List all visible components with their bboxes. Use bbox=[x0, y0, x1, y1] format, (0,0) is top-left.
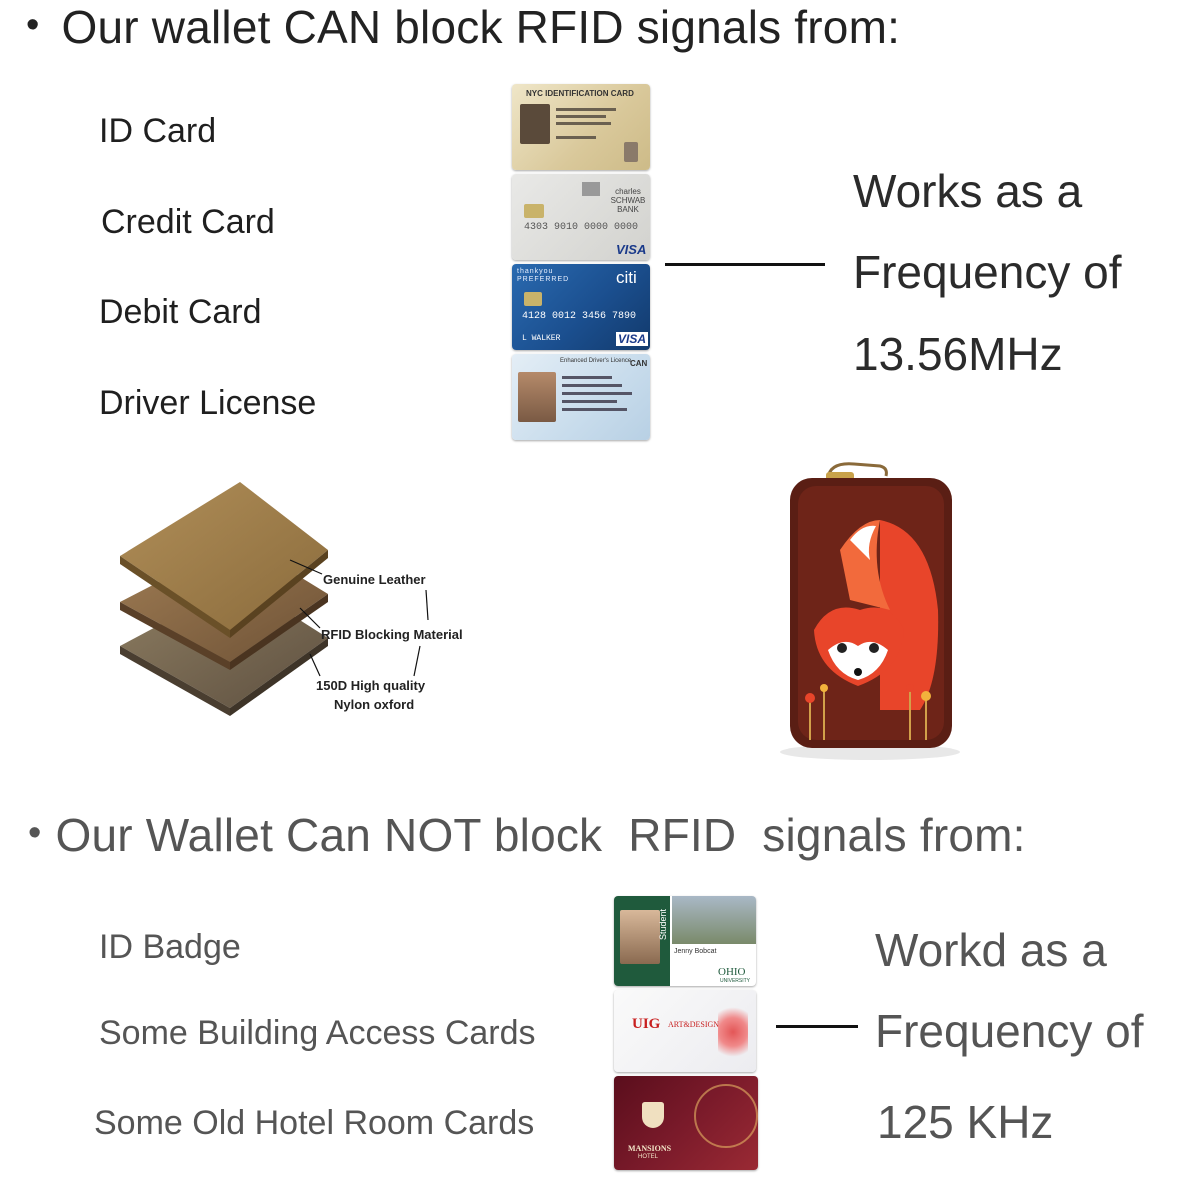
layer-label-leather: Genuine Leather bbox=[323, 572, 426, 587]
freq2-line-2: Frequency of bbox=[875, 1005, 1144, 1057]
hotel-name: MANSIONS bbox=[628, 1144, 672, 1153]
chip-icon bbox=[524, 204, 544, 218]
id-card-image: NYC IDENTIFICATION CARD bbox=[512, 84, 650, 170]
credit-card-brand: VISA bbox=[616, 242, 647, 257]
label-hotel-room: Some Old Hotel Room Cards bbox=[94, 1104, 535, 1142]
label-debit-card: Debit Card bbox=[99, 293, 262, 331]
leather-layer bbox=[120, 482, 328, 638]
credit-card-image: charles SCHWAB BANK 4303 9010 0000 0000 … bbox=[512, 174, 650, 260]
badge-photo bbox=[620, 910, 660, 964]
debit-card-bank: citi bbox=[616, 268, 637, 287]
freq-line-3: 13.56MHz bbox=[853, 328, 1063, 380]
freq2-line-3: 125 KHz bbox=[877, 1096, 1054, 1148]
chip-icon bbox=[524, 292, 542, 306]
driver-license-image: Enhanced Driver's Licence CAN bbox=[512, 354, 650, 440]
wallet-product-image bbox=[780, 462, 960, 760]
layer-label-nylon-1: 150D High quality bbox=[316, 678, 426, 693]
hotel-crest-icon bbox=[642, 1102, 664, 1128]
badge-building bbox=[672, 896, 756, 944]
layer-label-rfid: RFID Blocking Material bbox=[321, 627, 463, 642]
debit-card-image: thankyou PREFERRED citi 4128 0012 3456 7… bbox=[512, 264, 650, 350]
connector-line bbox=[776, 1025, 858, 1028]
license-photo bbox=[518, 372, 556, 422]
layer-label-nylon-2: Nylon oxford bbox=[334, 697, 415, 712]
heading-cannot-block: • Our Wallet Can NOT block RFID signals f… bbox=[28, 808, 1026, 862]
access-card-image: UIG ART&DESIGN bbox=[614, 990, 756, 1072]
heading-can-text: Our wallet CAN block RFID signals from: bbox=[61, 1, 901, 53]
license-title: Enhanced Driver's Licence bbox=[560, 358, 632, 364]
label-driver-license: Driver License bbox=[99, 384, 317, 422]
access-logo: UIG bbox=[632, 1016, 661, 1032]
label-credit-card: Credit Card bbox=[101, 203, 275, 241]
id-badge-image: Student Jenny Bobcat OHIO UNIVERSITY bbox=[614, 896, 756, 986]
access-name: ART&DESIGN bbox=[668, 1020, 720, 1029]
id-card-title: NYC IDENTIFICATION CARD bbox=[526, 89, 634, 98]
badge-school-sub: UNIVERSITY bbox=[720, 978, 751, 984]
label-building-access: Some Building Access Cards bbox=[99, 1014, 536, 1052]
bullet-icon: • bbox=[28, 812, 42, 854]
badge-role: Student bbox=[658, 908, 668, 940]
id-card-photo bbox=[520, 104, 550, 144]
freq-line-1: Works as a bbox=[853, 165, 1083, 217]
label-id-card: ID Card bbox=[99, 112, 217, 150]
credit-card-number: 4303 9010 0000 0000 bbox=[524, 222, 639, 233]
material-layers-diagram bbox=[120, 482, 429, 716]
license-country: CAN bbox=[630, 359, 648, 368]
debit-card-number: 4128 0012 3456 7890 bbox=[522, 311, 637, 322]
hotel-card-image: MANSIONS HOTEL bbox=[614, 1076, 758, 1170]
debit-card-header: thankyou PREFERRED bbox=[517, 268, 570, 283]
heading-can-block: • Our wallet CAN block RFID signals from: bbox=[26, 0, 900, 54]
credit-card-bank: charles SCHWAB BANK bbox=[610, 187, 646, 214]
debit-card-name: L WALKER bbox=[522, 334, 561, 343]
debit-card-brand: VISA bbox=[616, 332, 649, 346]
badge-school: OHIO bbox=[718, 966, 746, 978]
freq-line-2: Frequency of bbox=[853, 246, 1122, 298]
label-id-badge: ID Badge bbox=[99, 928, 241, 966]
heading-cannot-text: Our Wallet Can NOT block RFID signals fr… bbox=[55, 809, 1026, 861]
connector-line bbox=[665, 263, 825, 266]
bullet-icon: • bbox=[26, 4, 40, 46]
freq2-line-1: Workd as a bbox=[875, 924, 1107, 976]
badge-name: Jenny Bobcat bbox=[674, 948, 717, 955]
hotel-sub: HOTEL bbox=[638, 1154, 659, 1160]
